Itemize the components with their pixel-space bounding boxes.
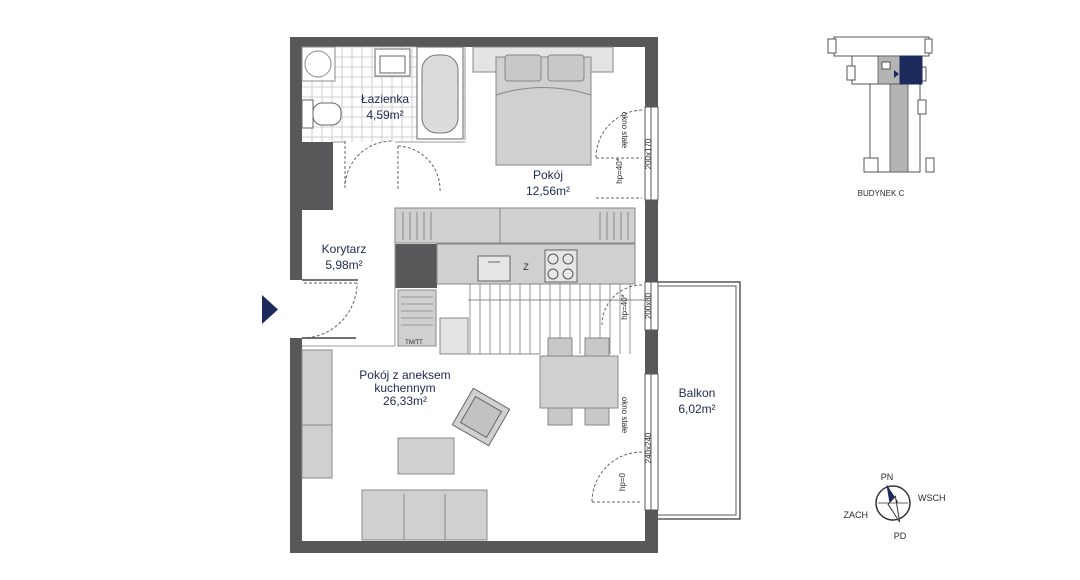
balcony-outline [658, 281, 741, 520]
bathtub [416, 46, 464, 140]
corridor-area: 5,98m² [325, 258, 362, 272]
toilet [301, 99, 342, 129]
bedroom-name: Pokój [533, 168, 563, 182]
compass-east: WSCH [918, 493, 946, 503]
living-area: 26,33m² [383, 394, 427, 408]
compass-icon [875, 484, 911, 523]
compass-north: PN [881, 472, 894, 482]
kitchen-window-size: 200x80 [644, 292, 653, 319]
kitchen-window-sill: hp=40* [620, 294, 629, 320]
bedroom-area: 12,56m² [526, 184, 570, 198]
corridor-cabinets [397, 289, 469, 355]
washer-label: TM/TT [405, 340, 423, 346]
door-leaves [302, 279, 358, 339]
walls [290, 37, 658, 553]
coffee-table [397, 437, 455, 475]
living-window-sill: hp=0 [618, 472, 627, 491]
bedroom-window-size: 200x170 [644, 138, 653, 169]
shower-tray [301, 46, 336, 82]
compass-south: PD [894, 531, 907, 541]
tv-cabinet [301, 349, 333, 479]
corridor-name: Korytarz [322, 242, 367, 256]
living-name-line1: Pokój z aneksem [359, 368, 450, 382]
bedroom-window-fixed: okno stałe [620, 112, 629, 149]
armchair [451, 387, 511, 447]
kitchen-counter [436, 243, 636, 285]
bathroom-area: 4,59m² [366, 108, 403, 122]
bathroom-sink [374, 48, 411, 77]
bathroom-name: Łazienka [361, 92, 409, 106]
bedroom-window-sill: hp=40* [615, 158, 624, 184]
bed [472, 46, 614, 166]
balcony-name: Balkon [679, 386, 716, 400]
key-plan [827, 36, 935, 173]
doors [301, 109, 643, 503]
sofa [361, 489, 488, 541]
key-plan-label: BUDYNEK C [858, 189, 905, 198]
balcony-area: 6,02m² [678, 402, 715, 416]
living-window-size: 240x240 [644, 432, 653, 463]
windows [644, 106, 659, 511]
dining-table [539, 337, 619, 426]
wardrobe [394, 207, 636, 244]
fridge-mark: Z [523, 262, 529, 272]
living-window-fixed: okno stałe [620, 397, 629, 434]
living-name-line2: kuchennym [374, 381, 435, 395]
kitchen-lines [468, 284, 645, 355]
compass-west: ZACH [844, 510, 869, 520]
entrance-arrow-icon [262, 295, 278, 324]
